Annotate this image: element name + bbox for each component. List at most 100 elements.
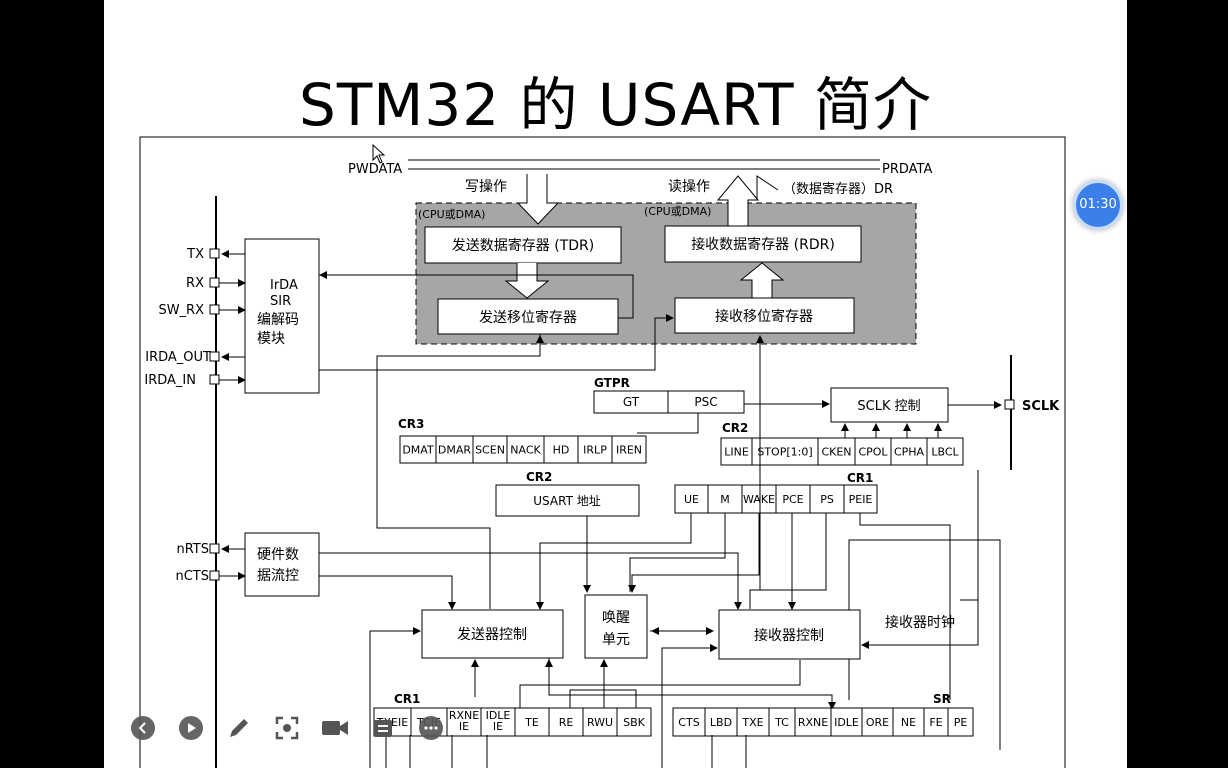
irda-box (244, 238, 320, 394)
pen-icon (230, 719, 248, 737)
sclk-ctrl-label: SCLK 控制 (857, 399, 920, 414)
sr-bit-label: TXE (741, 716, 763, 729)
pin-sw-rx: SW_RX (158, 303, 204, 318)
left-pins: TX RX SW_RX IRDA_OUT IRDA_IN (144, 247, 246, 388)
camera-icon (322, 721, 348, 735)
diagram-frame (139, 136, 1066, 768)
flow-box (244, 532, 320, 597)
cr3-bit-label: HD (553, 444, 570, 457)
pin-irda-out: IRDA_OUT (145, 350, 211, 365)
rx-ctrl-box (718, 609, 861, 660)
sr-bit-label: IDLE (834, 716, 859, 729)
sr-label: SR (933, 692, 951, 706)
cr1-bottom-bit-label: SBK (623, 716, 646, 729)
camera-button[interactable] (320, 713, 350, 743)
pin-tx: TX (186, 247, 204, 262)
pin-nrts: nRTS (176, 542, 209, 557)
read-op-label: 读操作 (668, 178, 710, 195)
cr3-bit-label: IREN (616, 444, 642, 457)
cr2-addr-text: USART 地址 (533, 494, 600, 508)
cr3-bit-label: SCEN (475, 444, 505, 457)
sr-cell (892, 707, 925, 737)
cr1-bottom-bit-label: RXNE (449, 709, 479, 722)
sr-bit-label: NE (901, 716, 916, 729)
tdr-label: 发送数据寄存器 (TDR) (452, 237, 594, 254)
sr-cell (861, 707, 894, 737)
cr2-top-bit-label: STOP[1:0] (757, 446, 812, 459)
dr-label: （数据寄存器）DR (783, 181, 893, 197)
sr-cell (923, 707, 949, 737)
gtpr-psc: PSC (694, 395, 717, 409)
sr-cell (794, 707, 832, 737)
cr1-bottom-bit-label: IDLE (486, 709, 511, 722)
play-button[interactable] (176, 713, 206, 743)
irda-line2: SIR (270, 294, 291, 309)
cr1-bottom-bit-label: RE (559, 716, 574, 729)
sr-cell (704, 707, 738, 737)
previous-button[interactable] (128, 713, 158, 743)
sr-cell (768, 707, 796, 737)
cr1-bottom-bit-label: RWU (587, 716, 613, 729)
cr2-top-bit-label: CPHA (894, 446, 925, 459)
timer-badge[interactable]: 01:30 (1073, 180, 1123, 230)
pwdata-label: PWDATA (348, 162, 402, 177)
pen-button[interactable] (224, 713, 254, 743)
wake-line1: 唤醒 (602, 609, 630, 626)
cr1-top-label: CR1 (847, 471, 873, 485)
previous-icon (131, 716, 155, 740)
screenshot-button[interactable] (272, 713, 302, 743)
cr1-top-bit-label: M (720, 493, 730, 506)
cr2-top-bit-label: LBCL (931, 446, 959, 459)
slide-title: STM32 的 USART 简介 (299, 71, 932, 139)
cr3-cell (577, 435, 613, 464)
sr-cell (672, 707, 706, 737)
pin-irda-in: IRDA_IN (144, 373, 196, 388)
slide: STM32 的 USART 简介 PWDATA PRDATA 写操作 (CPU或… (104, 0, 1127, 768)
pin-ncts: nCTS (175, 569, 209, 584)
tx-shift-box (437, 298, 619, 335)
play-icon (179, 716, 203, 740)
sr-cell (736, 707, 770, 737)
rx-shift-label: 接收移位寄存器 (715, 308, 813, 325)
cpu-dma-label-1: (CPU或DMA) (418, 208, 485, 221)
notes-button[interactable] (368, 713, 398, 743)
cr3-cell (543, 435, 579, 464)
sr-bit-label: RXNE (798, 716, 828, 729)
sclk-pin: SCLK (1022, 399, 1060, 414)
right-letterbox (1127, 0, 1228, 768)
prdata-label: PRDATA (882, 162, 932, 177)
irda-line4: 模块 (257, 331, 285, 347)
flow-line2: 据流控 (257, 568, 299, 584)
more-button[interactable] (416, 713, 446, 743)
write-op-label: 写操作 (465, 179, 507, 195)
cr3-bit-label: DMAR (438, 444, 471, 457)
cr1-top-cell (775, 484, 811, 514)
sr-bit-label: TC (774, 716, 789, 729)
irda-line1: IrDA (270, 278, 298, 293)
cr3-label: CR3 (398, 417, 424, 431)
rdr-box (664, 225, 862, 263)
sr-cell (830, 707, 863, 737)
cr1-top-cell (843, 484, 878, 514)
cr2-top-label: CR2 (722, 421, 748, 435)
gtpr-gt: GT (623, 395, 640, 409)
cr1-bottom-bit-label: IE (493, 720, 503, 733)
tx-shift-label: 发送移位寄存器 (479, 309, 577, 326)
rx-shift-box (674, 297, 855, 334)
cr3-bit-label: DMAT (402, 444, 434, 457)
cr1-top-bit-label: PCE (782, 493, 803, 506)
left-letterbox (0, 0, 104, 768)
sr-bit-label: LBD (710, 716, 732, 729)
player-toolbar (128, 710, 464, 746)
cr1-top-bit-label: PS (820, 493, 834, 506)
sr-bit-label: FE (929, 716, 942, 729)
cr1-bottom-bit-label: TE (524, 716, 539, 729)
sr-cell (947, 707, 974, 737)
cr3-cell (611, 435, 647, 464)
usart-block-diagram: PWDATA PRDATA 写操作 (CPU或DMA) 读操作 (CPU或DMA… (139, 136, 1066, 768)
notes-icon (374, 720, 392, 737)
cr3-bit-label: IRLP (583, 444, 607, 457)
flow-line1: 硬件数 (257, 547, 299, 563)
